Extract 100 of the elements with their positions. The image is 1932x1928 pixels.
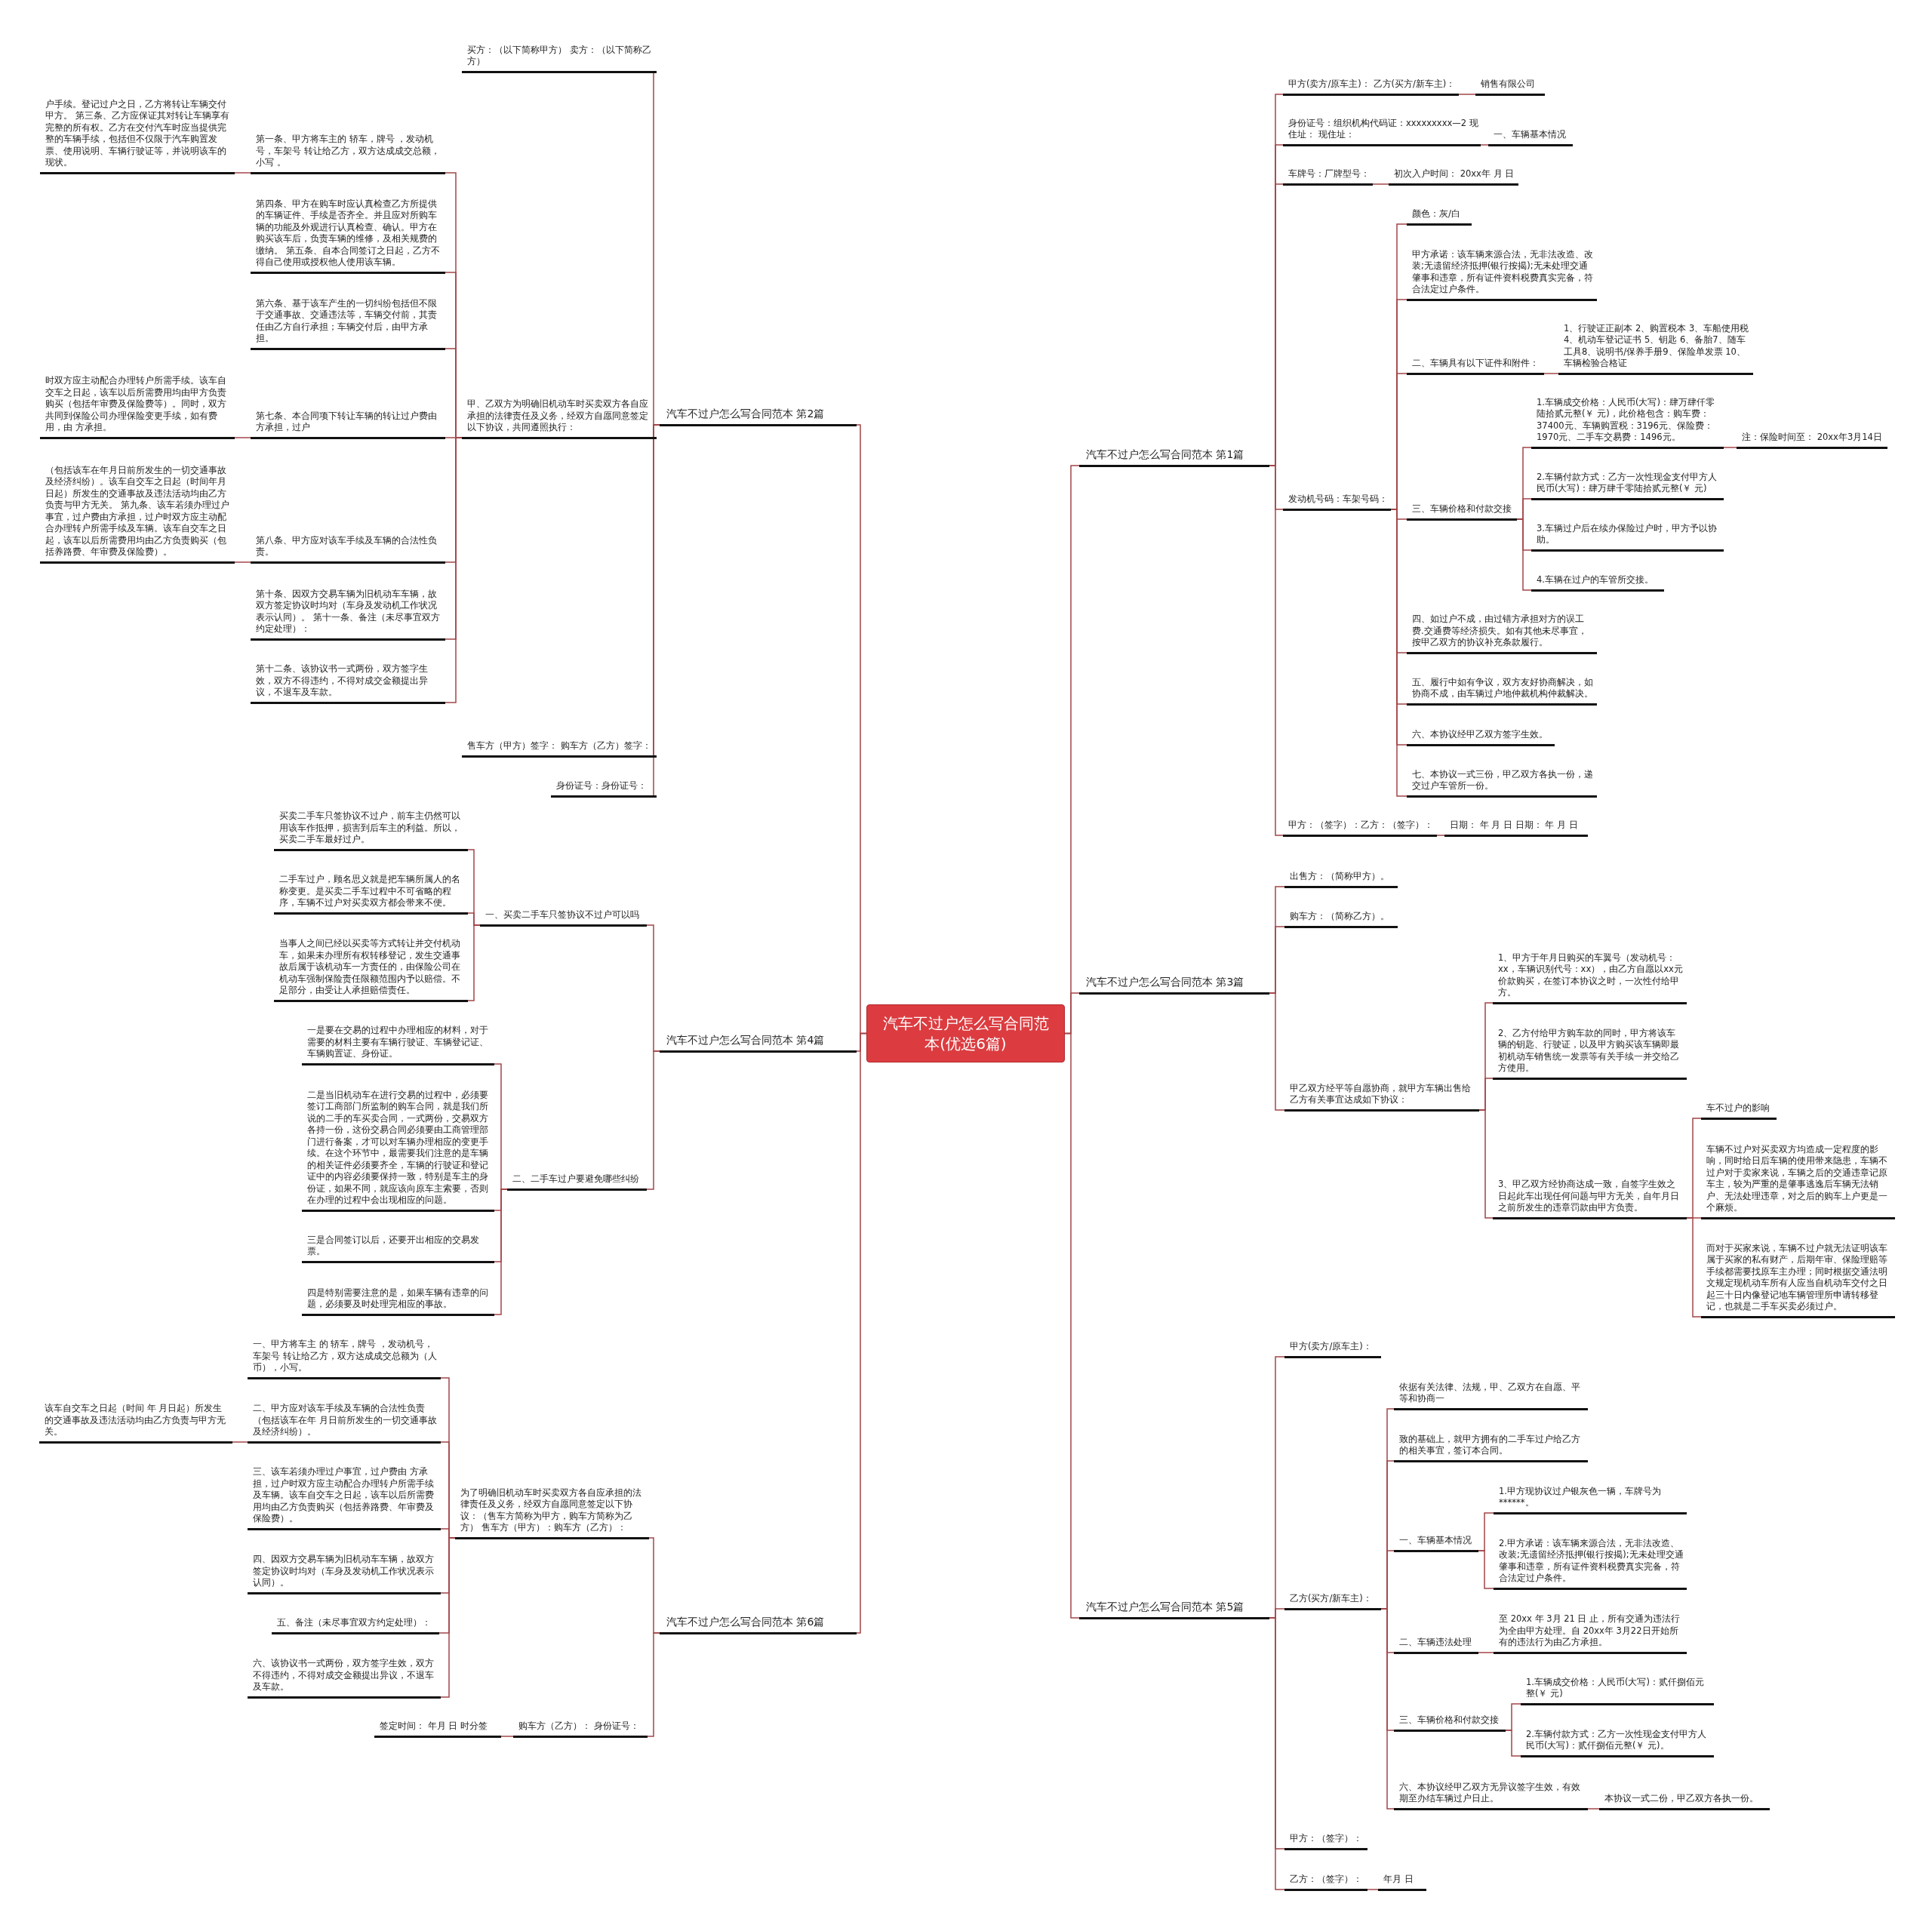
underlined-topic: 五、履行中如有争议，双方友好协商解决，如协商不成，由车辆过户地仲裁机构仲裁解决。 (1407, 676, 1597, 706)
underlined-topic: 2.甲方承诺：该车辆来源合法，无非法改造、改装;无遗留经济抵押(银行按揭);无未处理交通肇事和违章，所有证件资料税费真实完备，符合法定过户条件。 (1494, 1537, 1687, 1590)
connector-line (1380, 1608, 1395, 1810)
connector-line (647, 1632, 660, 1737)
underlined-topic: 颜色：灰/白 (1407, 208, 1472, 226)
underlined-topic: 销售有限公司 (1475, 78, 1545, 96)
underlined-topic: 六、该协议书一式两份，双方签字生效，双方不得违约，不得对成交金额提出异议，不退车及车款。 (248, 1658, 441, 1699)
underlined-topic: 二、车辆具有以下证件和附件： (1407, 358, 1544, 375)
underlined-topic: 售车方（甲方）签字： 购车方（乙方）签字： (462, 740, 657, 758)
underlined-topic: 第八条、甲方应对该车手续及车辆的合法性负责。 (251, 534, 445, 564)
underlined-topic: 三、车辆价格和付款交接 (1394, 1714, 1506, 1732)
underlined-topic: 至 20xx 年 3月 21 日 止，所有交通为违法行为全由甲方处理。自 20xx年 3月22日开始所有的违法行为由乙方承担。 (1494, 1613, 1687, 1654)
underlined-topic: 第七条、本合同项下转让车辆的转让过户费由方承担，过户 (251, 410, 445, 439)
underlined-topic: 1、甲方于年月日购买的车翼号（发动机号：xx，车辆识别代号：xx），由乙方自愿以xx元价款购买，在签订本协议之时，一次性付给甲方。 (1493, 952, 1687, 1004)
connector-line (646, 1050, 660, 1190)
branch-topic: 汽车不过户怎么写合同范本 第1篇 (1079, 447, 1269, 467)
underlined-topic: 四是特别需要注意的是，如果车辆有违章的问题，必须要及时处理完相应的事故。 (302, 1287, 494, 1316)
underlined-topic: 身份证号：组织机构代码证：xxxxxxxxx—2 现住址： 现住址： (1283, 117, 1481, 146)
underlined-topic: 买方：（以下简称甲方） 卖方：（以下简称乙方） (462, 44, 657, 73)
underlined-topic: 日期： 年 月 日 日期： 年 月 日 (1444, 819, 1588, 837)
underlined-topic: 三、车辆价格和付款交接 (1407, 503, 1517, 521)
underlined-topic: 签定时间： 年月 日 时分签 (374, 1720, 501, 1738)
underlined-topic: 3、甲乙双方经协商达成一致，自签字生效之日起此车出现任何问题与甲方无关，自年月日之前所发生的违章罚款由甲方负责。 (1493, 1179, 1687, 1219)
underlined-topic: 身份证号：身份证号： (551, 780, 657, 798)
underlined-topic: 2、乙方付给甲方购车款的同时，甲方将该车辆的钥匙、行驶证，以及甲方购买该车辆即最初机动车销售统一发票等有关手续一并交给乙方使用。 (1493, 1027, 1687, 1080)
underlined-topic: 三、该车若须办理过户事宜，过户费由 方承担，过户时双方应主动配合办理转户所需手续及车辆。该车自交车之日起，该车以后所需费用均由乙方负责购买（包括养路费、年审费及保险费）。 (248, 1466, 441, 1530)
underlined-topic: 甲方：（签字）：乙方：（签字）： (1283, 819, 1437, 837)
underlined-topic: 乙方：（签字）： (1284, 1874, 1367, 1891)
underlined-topic: 二、甲方应对该车手续及车辆的合法性负责（包括该车在年 月日前所发生的一切交通事故及经济纠纷）。 (248, 1403, 441, 1444)
underlined-topic: 第六条、基于该车产生的一切纠纷包括但不限于交通事故、交通违法等，车辆交付前，其责任由乙方自行承担；车辆交付后，由甲方承担。 (251, 297, 445, 350)
underlined-topic: 而对于买家来说，车辆不过户就无法证明该车属于买家的私有财产，后期年审、保险理赔等手续都需要找原车主办理；同时根据交通法明文规定现机动车所有人应当自机动车交付之日起三十日内像登记地车辆管理所申请转移登记，也就是二手车买卖必须过户。 (1701, 1242, 1895, 1318)
underlined-topic: 2.车辆付款方式：乙方一次性现金支付甲方人民币(大写)：肆万肆千零陆拾贰元整(￥ 元) (1531, 471, 1724, 500)
underlined-topic: 第十二条、该协议书一式两份，双方签字生效，双方不得违约，不得对成交金额提出异议，不退车及车款。 (251, 663, 445, 704)
branch-topic: 汽车不过户怎么写合同范本 第4篇 (660, 1032, 857, 1053)
connector-line (1478, 1652, 1494, 1653)
connector-line (1543, 373, 1559, 374)
underlined-topic: 一、买卖二手车只签协议不过户可以吗 (480, 909, 647, 927)
underlined-topic: （包括该车在年月日前所发生的一切交通事故及经济纠纷）。该车自交车之日起（时间年月日起）所发生的交通事故及违法活动均由乙方负责与甲方无关。 第九条、该车若须办理过户事宜，过户费由方承担，过户时双方应主动配合办理转户所需手续及车辆。该车自交车之日起，该车以后所需费用均由乙方负责购买（包括养路费、年审费及保险费）。 (40, 464, 235, 564)
underlined-topic: 六、本协议经甲乙双方签字生效。 (1407, 729, 1555, 746)
connector-line (1390, 509, 1407, 797)
central-topic-box: 汽车不过户怎么写合同范本(优选6篇) (866, 1004, 1065, 1062)
underlined-topic: 一是要在交易的过程中办理相应的材料，对于需要的材料主要有车辆行驶证、车辆登记证、车辆购置证、身份证。 (302, 1025, 494, 1065)
underlined-topic: 一、车辆基本情况 (1488, 129, 1573, 146)
connector-line (234, 437, 251, 438)
connector-line (1372, 183, 1389, 185)
underlined-topic: 4.车辆在过户的车管所交接。 (1531, 574, 1664, 592)
underlined-topic: 车牌号：厂牌型号： (1283, 168, 1373, 186)
underlined-topic: 初次入户时间： 20xx年 月 日 (1389, 168, 1518, 186)
underlined-topic: 致的基础上，就甲方拥有的二手车过户给乙方的相关事宜，签订本合同。 (1394, 1433, 1588, 1462)
connector-line (232, 1441, 248, 1443)
branch-topic: 汽车不过户怎么写合同范本 第3篇 (1079, 974, 1269, 995)
underlined-topic: 甲方(卖方/原车主)： (1284, 1341, 1381, 1358)
underlined-topic: 甲方：（签字）： (1284, 1833, 1367, 1850)
connector-line (1480, 144, 1489, 146)
underlined-topic: 四、因双方交易车辆为旧机动车车辆，故双方签定协议时均对（车身及发动机工作状况表示认同）。 (248, 1554, 441, 1594)
underlined-topic: 三是合同签订以后，还要开出相应的交易发票。 (302, 1234, 494, 1263)
connector-line (1269, 465, 1284, 836)
underlined-topic: 七、本协议一式三份，甲乙双方各执一份，递交过户车管所一份。 (1407, 768, 1597, 798)
underlined-topic: 二手车过户，顾名思义就是把车辆所属人的名称变更。是买卖二手车过程中不可省略的程序，车辆不过户对买卖双方都会带来不便。 (274, 874, 468, 915)
connector-line (445, 437, 463, 703)
underlined-topic: 甲方(卖方/原车主)： 乙方(买方/新车主)： (1283, 78, 1459, 96)
branch-topic: 汽车不过户怎么写合同范本 第2篇 (660, 406, 857, 426)
underlined-topic: 乙方(买方/新车主)： (1284, 1593, 1381, 1610)
underlined-topic: 注：保险时间至： 20xx年3月14日 (1737, 432, 1887, 449)
underlined-topic: 出售方：（简称甲方）。 (1284, 871, 1398, 888)
underlined-topic: 当事人之间已经以买卖等方式转让并交付机动车，如果未办理所有权转移登记，发生交通事故后属于该机动车一方责任的，由保险公司在机动车强制保险责任限额范围内予以赔偿。不足部分，由受让人承担赔偿责任。 (274, 938, 468, 1002)
connector-line (1367, 1889, 1379, 1890)
underlined-topic: 1.车辆成交价格：人民币(大写)：肆万肆仟零陆拾贰元整(￥ 元)，此价格包含：购车费：37400元、车辆购置税：3196元、保险费：1970元、二手车交易费：1496元。 (1531, 396, 1724, 449)
underlined-topic: 第一条、甲方将车主的 轿车，牌号 ，发动机号，车架号 转让给乙方，双方达成成交总额，小写 。 (251, 134, 445, 174)
underlined-topic: 车不过户的影响 (1701, 1102, 1777, 1120)
underlined-topic: 1、行驶证正副本 2、购置税本 3、车船使用税 4、机动车登记证书 5、钥匙 6、备胎7、随车工具8、说明书/保养手册9、保险单发票 10、车辆检验合格证 (1558, 322, 1753, 375)
connector-line (1478, 1550, 1494, 1589)
connector-line (1587, 1808, 1600, 1810)
connector-line (1458, 94, 1476, 95)
underlined-topic: 依据有关法律、法规，甲、乙双方在自愿、平等和协商一 (1394, 1381, 1588, 1410)
underlined-topic: 甲、乙双方为明确旧机动车时买卖双方各自应承担的法律责任及义务，经双方自愿同意签定以下协议，共同遵照执行： (462, 398, 657, 439)
branch-topic: 汽车不过户怎么写合同范本 第6篇 (660, 1614, 857, 1634)
connector-line (234, 172, 251, 174)
connector-line (500, 1736, 514, 1737)
underlined-topic: 一、车辆基本情况 (1394, 1535, 1478, 1552)
underlined-topic: 一、甲方将车主 的 轿车，牌号 ，发动机号，车架号 转让给乙方，双方达成成交总额为（人币），小写。 (248, 1339, 441, 1379)
underlined-topic: 二是当旧机动车在进行交易的过程中，必须要签订工商部门所监制的购车合同，就是我们所说的二手的车买卖合同，一式两份，交易双方各持一份，这份交易合同必须要由工商管理部门进行备案，才可以对车辆办理相应的变更手续。在这个环节中，最需要我们注意的是车辆的相关证件必须要齐全，车辆的行驶证和登记证中的内容必须要保持一致，特别是车主的身份证，如果不同，就应该向原车主索要，否则在办理的过程中会出现相应的问题。 (302, 1089, 494, 1212)
underlined-topic: 买卖二手车只签协议不过户，前车主仍然可以用该车作抵押，损害到后车主的利益。所以，买卖二手车最好过户。 (274, 810, 468, 851)
connector-line (1478, 1109, 1494, 1219)
underlined-topic: 年月 日 (1378, 1874, 1426, 1891)
underlined-topic: 1.甲方现协议过户银灰色一辆，车牌号为******。 (1494, 1485, 1687, 1514)
connector-line (1436, 835, 1445, 836)
connector-line (1686, 1217, 1702, 1318)
underlined-topic: 购车方：（简称乙方）。 (1284, 911, 1398, 928)
connector-line (1064, 1032, 1080, 1619)
connector-line (1505, 1730, 1521, 1757)
underlined-topic: 二、车辆违法处理 (1394, 1637, 1478, 1654)
underlined-topic: 六、本协议经甲乙双方无异议签字生效，有效期至办结车辆过户日止。 (1394, 1781, 1588, 1810)
underlined-topic: 五、备注（未尽事宜双方约定处理）： (272, 1617, 439, 1634)
underlined-topic: 购车方（乙方）： 身份证号： (513, 1720, 648, 1738)
branch-topic: 汽车不过户怎么写合同范本 第5篇 (1079, 1599, 1269, 1619)
underlined-topic: 为了明确旧机动车时买卖双方各自应承担的法律责任及义务，经双方自愿同意签定以下协议：（售车方简称为甲方，购车方简称为乙方） 售车方（甲方）：购车方（乙方）： (455, 1487, 649, 1539)
underlined-topic: 四、如过户不成，由过错方承担对方的误工费.交通费等经济损失。如有其他未尽事宜，按甲乙双方的协议补充条款履行。 (1407, 613, 1597, 654)
underlined-topic: 户手续。登记过户之日，乙方将转让车辆交付甲方。 第三条、乙方应保证其对转让车辆享有完整的所有权。乙方在交付汽车时应当提供完整的车辆手续，包括但不仅限于汽车购置发票、使用说明、车辆行驶证等，并说明该车的现状。 (40, 98, 235, 174)
connector-line (1269, 992, 1285, 1111)
